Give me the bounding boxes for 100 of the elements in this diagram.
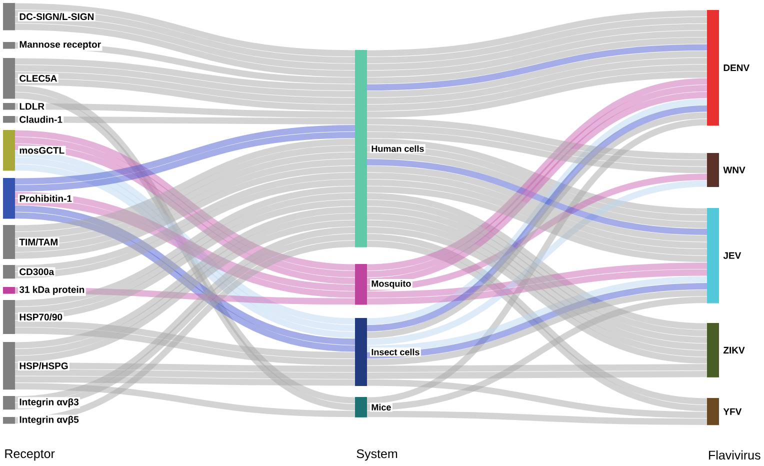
node-label: Claudin-1 xyxy=(20,116,62,123)
flow-band xyxy=(366,262,708,298)
category-bar: DC-SIGN/L-SIGN xyxy=(3,3,94,30)
category-bar: ZIKV xyxy=(707,323,745,378)
node-label: WNV xyxy=(723,166,746,174)
category-bar: DENV xyxy=(707,10,750,126)
category-bar: Claudin-1 xyxy=(3,116,62,123)
flow-band xyxy=(366,159,708,235)
flow-band xyxy=(366,138,708,215)
node-label: JEV xyxy=(723,252,742,259)
flow-band xyxy=(366,172,708,249)
category-bar: mosGCTL xyxy=(3,130,64,171)
flow-band xyxy=(15,362,355,372)
node-label: Mice xyxy=(372,404,391,410)
flow-band xyxy=(366,379,708,418)
column-header: Receptor xyxy=(5,449,55,461)
node-label: Mannose receptor xyxy=(20,41,101,50)
flow-band xyxy=(367,370,707,379)
node-label: CD300a xyxy=(20,268,54,276)
flow-band xyxy=(366,17,708,64)
flow-band xyxy=(14,72,356,104)
flow-band xyxy=(366,24,708,70)
flow-band xyxy=(366,179,708,256)
category-bar: JEV xyxy=(707,208,742,304)
flow-band xyxy=(14,3,356,57)
flow-band xyxy=(366,180,708,345)
category-bar: Integrin αvβ5 xyxy=(3,416,79,425)
category-bar: Integrin αvβ3 xyxy=(3,396,79,410)
category-bar: Human cells xyxy=(355,50,424,248)
category-bar: Insect cells xyxy=(355,318,420,386)
flow-band xyxy=(366,125,708,166)
category-bar: WNV xyxy=(707,153,746,187)
node-label: YFV xyxy=(723,408,742,415)
category-bar: 31 kDa protein xyxy=(3,286,84,295)
flow-band xyxy=(15,103,356,118)
flow-band xyxy=(366,37,708,84)
node-label: Mosquito xyxy=(372,280,411,289)
category-bar: Prohibitin-1 xyxy=(3,178,72,219)
flow-band xyxy=(14,320,356,359)
node-label: DC-SIGN/L-SIGN xyxy=(20,13,94,20)
flow-band xyxy=(14,125,356,185)
flow-band xyxy=(14,10,356,64)
flow-band xyxy=(366,186,708,262)
column-header: System xyxy=(356,449,398,461)
category-bar: Mosquito xyxy=(355,264,411,305)
node-label: mosGCTL xyxy=(20,147,64,154)
flow-band xyxy=(366,51,708,98)
flow-band xyxy=(14,42,356,84)
flow-band xyxy=(366,118,708,160)
flow-band xyxy=(15,287,356,305)
flow-band xyxy=(14,383,356,418)
flow-band xyxy=(15,116,355,125)
flow-band xyxy=(366,174,708,291)
node-label: HSP70/90 xyxy=(20,313,62,321)
flow-band xyxy=(366,145,708,222)
flow-band xyxy=(366,283,708,359)
node-label: ZIKV xyxy=(723,346,745,354)
category-bar: LDLR xyxy=(3,103,44,110)
flow-band xyxy=(367,364,707,372)
category-bar: CLEC5A xyxy=(3,58,57,99)
flow-band xyxy=(366,10,708,57)
node-label: DENV xyxy=(724,64,750,72)
flow-band xyxy=(366,44,708,91)
flow-band xyxy=(15,369,355,379)
flow-band xyxy=(366,71,708,118)
flow-band xyxy=(366,132,708,174)
flow-band xyxy=(366,290,708,366)
flow-band xyxy=(14,58,356,91)
category-bar: HSP70/90 xyxy=(3,300,62,334)
node-label: HSP/HSPG xyxy=(20,362,68,370)
flow-band xyxy=(366,119,708,404)
category-bar: YFV xyxy=(707,398,742,426)
flow-band xyxy=(366,166,708,242)
node-label: Integrin αvβ5 xyxy=(20,416,79,425)
flow-band xyxy=(366,152,708,228)
flow-band xyxy=(14,132,356,192)
node-label: CLEC5A xyxy=(20,75,57,82)
flow-band xyxy=(366,30,708,77)
node-label: Human cells xyxy=(372,145,424,152)
flow-band xyxy=(366,296,708,410)
flow-band xyxy=(15,376,356,386)
node-label: Insect cells xyxy=(372,348,420,356)
node-label: Prohibitin-1 xyxy=(20,194,72,202)
flow-band xyxy=(14,24,356,77)
flow-band xyxy=(366,269,708,305)
node-label: LDLR xyxy=(20,103,44,110)
flow-band xyxy=(366,64,708,111)
category-bar: CD300a xyxy=(3,265,54,279)
column-header: Flavivirus xyxy=(709,450,760,460)
flow-band xyxy=(366,410,707,425)
node-label: TIM/TAM xyxy=(19,238,58,246)
flow-band xyxy=(366,276,708,352)
flow-band xyxy=(14,78,356,111)
category-bar: HSP/HSPG xyxy=(3,342,68,390)
flow-band xyxy=(366,58,708,104)
category-bar: TIM/TAM xyxy=(3,225,58,259)
flow-band xyxy=(14,16,356,70)
node-label: 31 kDa protein xyxy=(19,286,84,295)
flow-band xyxy=(14,327,356,366)
category-bar: Mannose receptor xyxy=(3,41,101,50)
